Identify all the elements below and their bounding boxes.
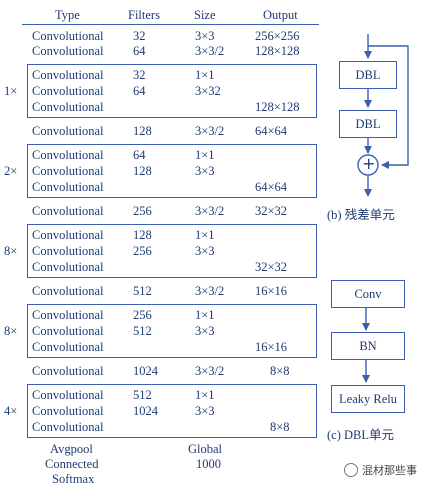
row-type: Convolutional <box>32 164 104 178</box>
row-type: Convolutional <box>32 260 104 274</box>
row-type: Convolutional <box>32 308 104 322</box>
row-type: Convolutional <box>32 84 104 98</box>
row-type: Convolutional <box>32 29 104 43</box>
row-size: 3×3 <box>195 324 215 338</box>
row-filters: 512 <box>133 324 152 338</box>
header-filters: Filters <box>128 8 160 22</box>
skip-connection <box>368 45 409 169</box>
row-type: Convolutional <box>32 100 104 114</box>
row-filters: 256 <box>133 204 152 218</box>
row-filters: 32 <box>133 29 146 43</box>
row-size: 3×32 <box>195 84 221 98</box>
row-size: 3×3 <box>195 164 215 178</box>
header-size: Size <box>194 8 216 22</box>
residual-group-box <box>27 224 317 278</box>
row-type: Convolutional <box>32 404 104 418</box>
group-multiplier: 8× <box>4 244 18 258</box>
row-type: Convolutional <box>32 388 104 402</box>
group-multiplier: 2× <box>4 164 18 178</box>
row-size: 1×1 <box>195 228 215 242</box>
row-output: 16×16 <box>255 340 288 354</box>
row-type: Convolutional <box>32 324 104 338</box>
row-output: 64×64 <box>255 124 288 138</box>
row-filters: 512 <box>133 388 152 402</box>
row-output: 256×256 <box>255 29 300 43</box>
row-type: Convolutional <box>32 340 104 354</box>
watermark-text: 混材那些事 <box>362 464 417 477</box>
dbl-block: DBL <box>339 61 397 89</box>
group-multiplier: 4× <box>4 404 18 418</box>
row-filters: 64 <box>133 148 146 162</box>
dbl-block: DBL <box>339 110 397 138</box>
row-size: 3×3/2 <box>195 204 225 218</box>
header-type: Type <box>55 8 80 22</box>
global-label: Global <box>188 442 223 456</box>
row-filters: 256 <box>133 244 152 258</box>
row-output: 8×8 <box>270 420 290 434</box>
residual-group-box <box>27 144 317 198</box>
residual-group-box <box>27 304 317 358</box>
row-output: 8×8 <box>270 364 290 378</box>
leaky-relu-block: Leaky Relu <box>331 385 405 413</box>
row-filters: 1024 <box>133 364 158 378</box>
row-filters: 32 <box>133 68 146 82</box>
row-type: Convolutional <box>32 228 104 242</box>
residual-group-box <box>27 64 317 118</box>
dbl-unit-caption: (c) DBL单元 <box>327 428 394 442</box>
row-filters: 1024 <box>133 404 158 418</box>
row-size: 1×1 <box>195 68 215 82</box>
row-output: 128×128 <box>255 100 300 114</box>
row-type: Convolutional <box>32 180 104 194</box>
row-output: 64×64 <box>255 180 288 194</box>
residual-group-box <box>27 384 317 438</box>
row-type: Convolutional <box>32 68 104 82</box>
add-circle <box>357 154 379 176</box>
row-output: 128×128 <box>255 44 300 58</box>
row-output: 32×32 <box>255 260 288 274</box>
residual-unit-caption: (b) 残差单元 <box>327 208 395 222</box>
row-filters: 128 <box>133 228 152 242</box>
row-size: 3×3 <box>195 244 215 258</box>
row-type: Convolutional <box>32 284 104 298</box>
bn-block: BN <box>331 332 405 360</box>
watermark-logo-icon <box>344 463 358 477</box>
softmax-label: Softmax <box>52 472 95 486</box>
row-filters: 64 <box>133 84 146 98</box>
row-size: 3×3 <box>195 404 215 418</box>
row-output: 16×16 <box>255 284 288 298</box>
row-output: 32×32 <box>255 204 288 218</box>
row-size: 3×3/2 <box>195 44 225 58</box>
group-multiplier: 8× <box>4 324 18 338</box>
row-size: 3×3 <box>195 29 215 43</box>
row-type: Convolutional <box>32 364 104 378</box>
conv-block: Conv <box>331 280 405 308</box>
header-rule <box>22 24 319 26</box>
row-type: Convolutional <box>32 420 104 434</box>
connected-label: Connected <box>45 457 99 471</box>
row-size: 3×3/2 <box>195 364 225 378</box>
row-type: Convolutional <box>32 204 104 218</box>
row-type: Convolutional <box>32 124 104 138</box>
add-symbol: + <box>362 154 376 173</box>
row-type: Convolutional <box>32 44 104 58</box>
row-size: 3×3/2 <box>195 124 225 138</box>
row-size: 1×1 <box>195 308 215 322</box>
row-type: Convolutional <box>32 244 104 258</box>
row-filters: 512 <box>133 284 152 298</box>
avgpool-label: Avgpool <box>50 442 93 456</box>
connected-size: 1000 <box>196 457 221 471</box>
row-size: 3×3/2 <box>195 284 225 298</box>
row-size: 1×1 <box>195 388 215 402</box>
row-filters: 64 <box>133 44 146 58</box>
row-filters: 128 <box>133 124 152 138</box>
row-type: Convolutional <box>32 148 104 162</box>
row-size: 1×1 <box>195 148 215 162</box>
row-filters: 256 <box>133 308 152 322</box>
header-output: Output <box>263 8 298 22</box>
row-filters: 128 <box>133 164 152 178</box>
group-multiplier: 1× <box>4 84 18 98</box>
